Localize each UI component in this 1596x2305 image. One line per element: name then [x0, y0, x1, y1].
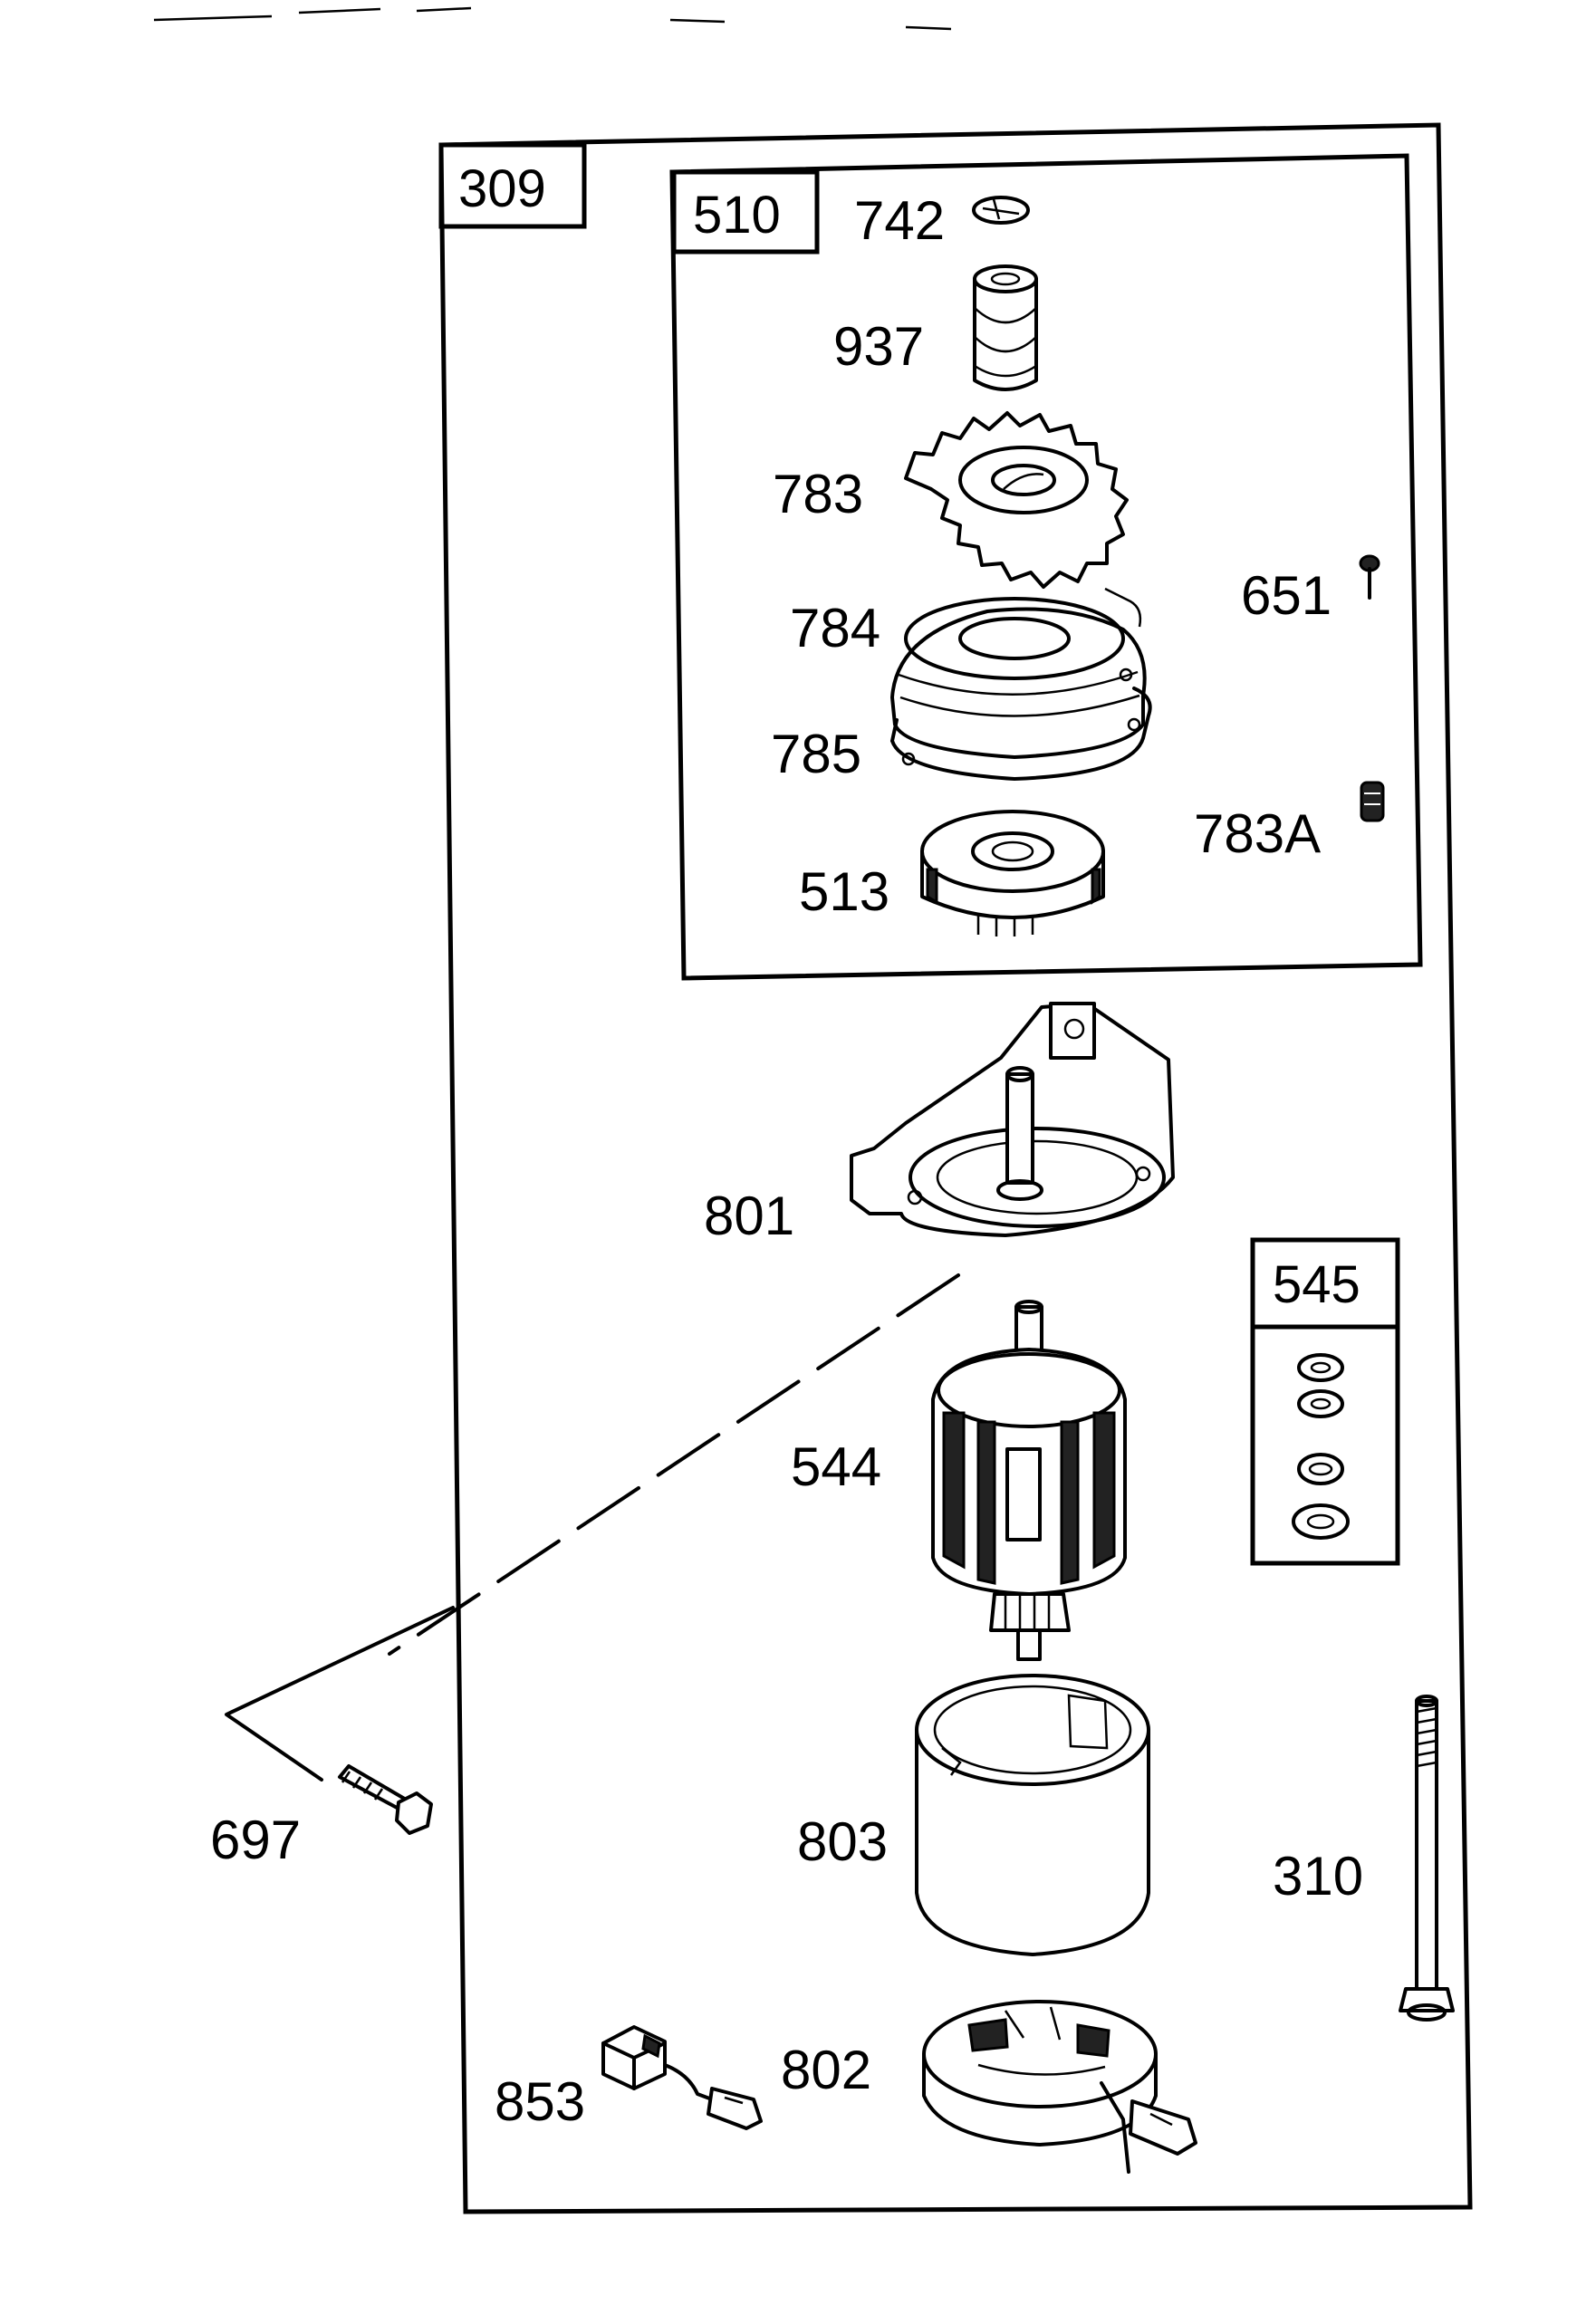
label-801: 801	[704, 1186, 794, 1246]
label-784: 784	[790, 598, 880, 658]
brush-lead-853-icon	[601, 2025, 763, 2130]
label-803: 803	[797, 1811, 888, 1872]
label-310: 310	[1273, 1846, 1363, 1906]
assembly-309-frame: 309	[438, 122, 1473, 2214]
assembly-309-label: 309	[458, 159, 546, 218]
through-bolt-310-icon	[1399, 1695, 1455, 2022]
label-853: 853	[495, 2071, 585, 2132]
label-802: 802	[781, 2040, 871, 2100]
frame-803-icon	[915, 1674, 1150, 1956]
armature-544-icon	[931, 1300, 1127, 1661]
bolt-697-icon	[338, 1764, 433, 1835]
brush-cap-802-icon	[922, 2000, 1197, 2174]
gear-783-icon	[904, 411, 1129, 589]
scan-artifacts	[153, 6, 952, 31]
label-651: 651	[1241, 565, 1332, 626]
spring-retainer-937-icon	[973, 264, 1038, 391]
bolt-697-leader	[225, 1273, 960, 1782]
gasket-785-icon	[890, 587, 1152, 781]
washer-kit-545-frame: 545	[1250, 1237, 1400, 1566]
label-783: 783	[773, 464, 863, 524]
clutch-513-icon	[920, 810, 1105, 936]
label-742: 742	[854, 190, 945, 251]
drive-510-label: 510	[693, 186, 781, 245]
nut-783A-icon	[1360, 781, 1385, 822]
label-783A: 783A	[1194, 803, 1321, 864]
clip-742-icon	[972, 196, 1030, 225]
drive-510-frame: 510	[669, 153, 1423, 981]
end-housing-801-icon	[850, 1002, 1175, 1237]
label-937: 937	[833, 316, 924, 377]
label-785: 785	[771, 724, 861, 784]
washer-icons	[1292, 1353, 1350, 1540]
washer-kit-545-label: 545	[1273, 1255, 1360, 1314]
cover-784-icon	[890, 597, 1147, 759]
pin-651-icon	[1359, 554, 1380, 600]
label-697: 697	[210, 1810, 301, 1870]
label-544: 544	[791, 1436, 881, 1497]
label-513: 513	[799, 861, 889, 922]
